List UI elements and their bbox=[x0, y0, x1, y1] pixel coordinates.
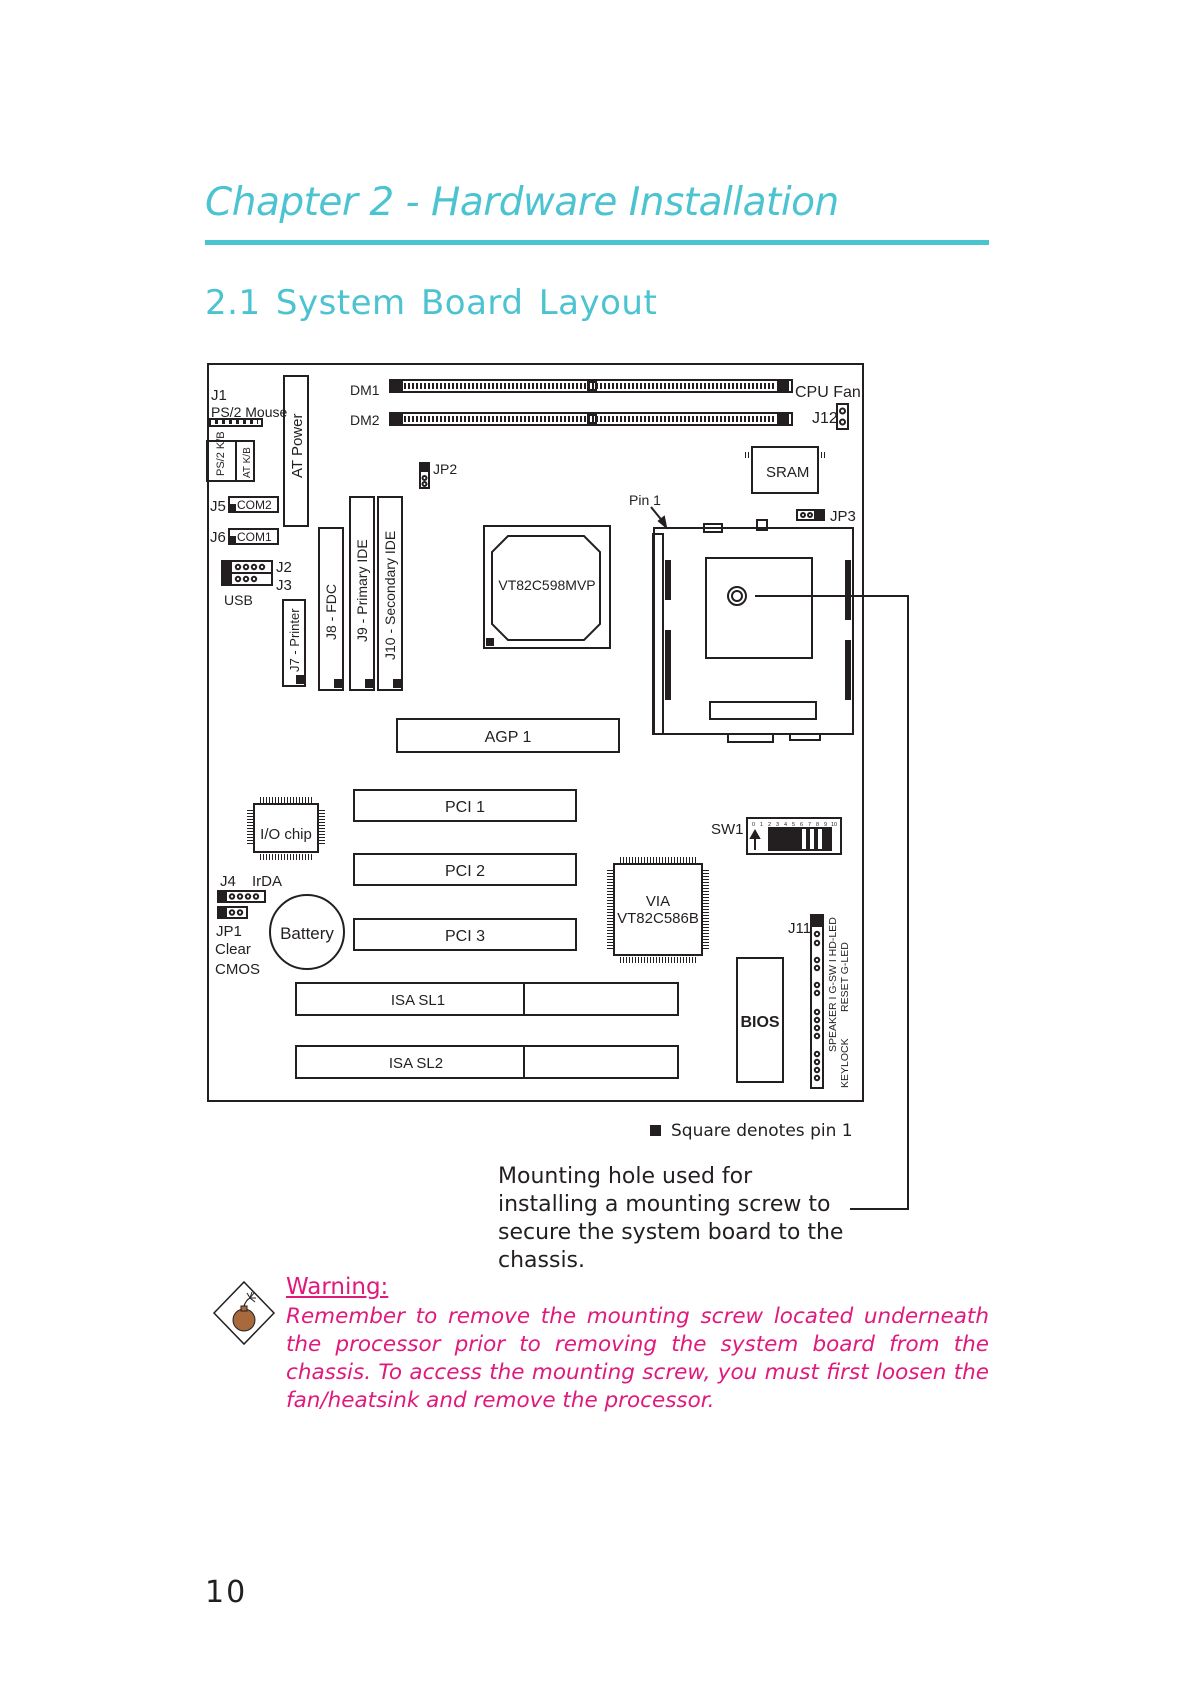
southbridge-label: VT82C586B bbox=[617, 910, 699, 927]
j11-label: J11 bbox=[788, 920, 811, 937]
j11-front-panel-header bbox=[810, 914, 824, 1089]
page-number: 10 bbox=[205, 1575, 248, 1610]
sram-label: SRAM bbox=[766, 464, 809, 481]
southbridge-chip bbox=[613, 863, 703, 956]
svg-text:8: 8 bbox=[816, 822, 819, 828]
sram-chip bbox=[751, 446, 819, 494]
pin1-legend-text: Square denotes pin 1 bbox=[671, 1121, 853, 1141]
keyboard-connector bbox=[206, 440, 255, 482]
com1-label: COM1 bbox=[237, 530, 272, 544]
j12-label: J12 bbox=[812, 410, 838, 427]
j7-label: J7 - Printer bbox=[287, 608, 302, 672]
jp3-label: JP3 bbox=[830, 508, 856, 525]
cpu-socket bbox=[652, 519, 854, 743]
pci-1-label: PCI 1 bbox=[445, 799, 485, 816]
irda-label: IrDA bbox=[252, 873, 282, 890]
sw1-numbers: 0 1 2 3 4 5 6 7 8 9 10 bbox=[752, 822, 837, 828]
bios-label: BIOS bbox=[740, 1014, 779, 1031]
svg-text:10: 10 bbox=[831, 822, 837, 828]
northbridge-chip bbox=[483, 525, 611, 649]
agp-slot bbox=[396, 718, 620, 753]
j8-label: J8 - FDC bbox=[323, 584, 339, 640]
bomb-warning-icon bbox=[212, 1280, 276, 1346]
j3-label: J3 bbox=[276, 577, 292, 594]
svg-text:2: 2 bbox=[768, 822, 771, 828]
j6-label: J6 bbox=[210, 529, 226, 546]
battery bbox=[269, 894, 345, 970]
svg-text:4: 4 bbox=[784, 822, 787, 828]
mounting-hole-leader bbox=[755, 595, 909, 1210]
pci-slot-1 bbox=[353, 789, 577, 822]
cpu-fan-label: CPU Fan bbox=[795, 384, 861, 401]
j9-primary-ide-header bbox=[349, 496, 375, 691]
jp1-label: JP1 bbox=[216, 923, 242, 940]
pci-slot-2 bbox=[353, 853, 577, 886]
svg-text:1: 1 bbox=[760, 822, 763, 828]
front-panel-row1-label: SPEAKER I G-SW I HD-LED bbox=[827, 917, 839, 1052]
cmos-label: CMOS bbox=[215, 961, 260, 978]
pci-2-label: PCI 2 bbox=[445, 863, 485, 880]
j10-secondary-ide-header bbox=[377, 496, 403, 691]
dimm-slot-1 bbox=[389, 379, 793, 393]
isa-2-label: ISA SL2 bbox=[389, 1055, 443, 1072]
isa-slot-1 bbox=[295, 982, 679, 1016]
jp2-jumper bbox=[419, 462, 430, 489]
chapter-rule bbox=[205, 240, 989, 245]
battery-label: Battery bbox=[280, 924, 334, 943]
svg-text:7: 7 bbox=[808, 822, 811, 828]
northbridge-label: VT82C598MVP bbox=[498, 577, 595, 593]
dimm-slot-2 bbox=[389, 412, 793, 426]
j10-label: J10 - Secondary IDE bbox=[382, 531, 398, 660]
io-chip-label: I/O chip bbox=[260, 826, 312, 843]
clear-label: Clear bbox=[215, 941, 251, 958]
svg-text:6: 6 bbox=[800, 822, 803, 828]
at-kb-label: AT K/B bbox=[242, 447, 253, 478]
ps2-kb-label: PS/2 K/B bbox=[215, 431, 227, 476]
svg-text:9: 9 bbox=[824, 822, 827, 828]
front-panel-row2-label: RESET G-LED bbox=[839, 942, 851, 1012]
pin1-legend: Square denotes pin 1 bbox=[650, 1121, 853, 1141]
pin1-square-icon bbox=[650, 1125, 661, 1136]
warning-text: Remember to remove the mounting screw lo… bbox=[286, 1304, 989, 1413]
isa-slot-2 bbox=[295, 1045, 679, 1079]
com2-label: COM2 bbox=[237, 498, 272, 512]
svg-text:3: 3 bbox=[776, 822, 779, 828]
j2-label: J2 bbox=[276, 559, 292, 576]
dimm-1-label: DM1 bbox=[350, 382, 380, 398]
sw1-label: SW1 bbox=[711, 821, 744, 838]
ps2-mouse-label: PS/2 Mouse bbox=[211, 404, 287, 420]
bios-chip bbox=[736, 957, 784, 1083]
svg-text:0: 0 bbox=[752, 822, 755, 828]
io-chip bbox=[253, 803, 319, 853]
mounting-hole-caption: Mounting hole used for installing a moun… bbox=[498, 1164, 844, 1273]
at-power-connector bbox=[283, 375, 309, 527]
sw1-dip-switch bbox=[746, 817, 842, 855]
pci-3-label: PCI 3 bbox=[445, 928, 485, 945]
j8-fdc-header bbox=[318, 527, 344, 691]
j4-label: J4 bbox=[220, 873, 236, 890]
usb-label: USB bbox=[224, 592, 253, 608]
ps2-mouse-connector bbox=[209, 418, 263, 427]
j12-header bbox=[836, 403, 849, 430]
j1-label: J1 bbox=[211, 387, 227, 404]
agp-label: AGP 1 bbox=[485, 729, 532, 746]
svg-text:5: 5 bbox=[792, 822, 795, 828]
chapter-title: Chapter 2 - Hardware Installation bbox=[205, 180, 839, 225]
j9-label: J9 - Primary IDE bbox=[354, 539, 370, 642]
southbridge-vendor-label: VIA bbox=[646, 893, 670, 910]
at-power-label: AT Power bbox=[289, 414, 306, 478]
keylock-label: KEYLOCK bbox=[839, 1038, 851, 1088]
dimm-2-label: DM2 bbox=[350, 412, 380, 428]
section-title: 2.1 System Board Layout bbox=[205, 283, 658, 323]
j5-label: J5 bbox=[210, 498, 226, 515]
isa-1-label: ISA SL1 bbox=[391, 992, 445, 1009]
pci-slot-3 bbox=[353, 918, 577, 951]
warning-title: Warning: bbox=[286, 1274, 389, 1300]
jp2-label: JP2 bbox=[433, 461, 457, 477]
board-outline bbox=[207, 363, 864, 1102]
j7-printer-header bbox=[282, 599, 306, 687]
pin1-label: Pin 1 bbox=[629, 492, 661, 508]
